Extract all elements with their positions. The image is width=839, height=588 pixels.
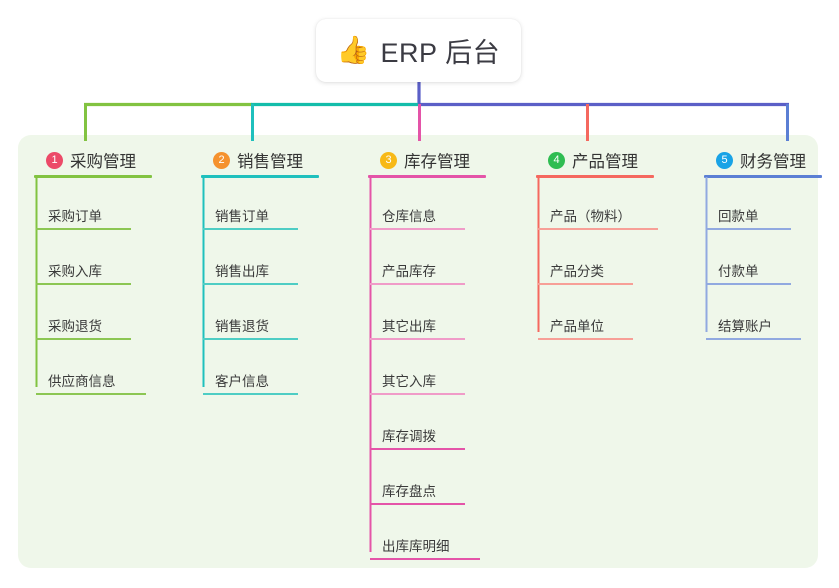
column-underline-3 (368, 175, 486, 178)
leaf-label: 回款单 (718, 209, 759, 224)
leaf-2-4[interactable]: 客户信息 (203, 361, 313, 395)
leaf-label: 出库库明细 (382, 539, 450, 554)
leaf-label: 其它入库 (382, 374, 436, 389)
column-header-3[interactable]: 3 库存管理 (362, 148, 527, 172)
leaf-underline (203, 228, 298, 230)
leaf-underline (538, 338, 633, 340)
column-index-badge-5: 5 (716, 151, 733, 169)
leaf-underline (370, 228, 465, 230)
column-spine-2 (202, 177, 205, 387)
leaf-label: 销售退货 (215, 319, 269, 334)
leaf-label: 产品库存 (382, 264, 436, 279)
leaf-2-3[interactable]: 销售退货 (203, 306, 313, 340)
leaf-4-3[interactable]: 产品单位 (538, 306, 648, 340)
thumbs-up-icon: 👍 (336, 35, 371, 66)
column-underline-4 (536, 175, 654, 178)
column-spine-5 (705, 177, 708, 332)
column-title-1: 采购管理 (70, 153, 136, 171)
leaf-label: 产品分类 (550, 264, 604, 279)
leaf-4-2[interactable]: 产品分类 (538, 251, 648, 285)
branch-column-5: 5 财务管理 回款单 付款单 结算账户 (698, 148, 839, 340)
leaf-label: 库存盘点 (382, 484, 436, 499)
leaf-label: 销售订单 (215, 209, 269, 224)
leaf-2-1[interactable]: 销售订单 (203, 196, 313, 230)
leaf-3-6[interactable]: 库存盘点 (370, 471, 480, 505)
leaf-1-2[interactable]: 采购入库 (36, 251, 146, 285)
column-spine-4 (537, 177, 540, 332)
leaf-underline (36, 283, 131, 285)
branch-column-4: 4 产品管理 产品（物料） 产品分类 产品单位 (530, 148, 705, 340)
leaf-5-1[interactable]: 回款单 (706, 196, 806, 230)
leaf-underline (203, 338, 298, 340)
leaf-label: 采购订单 (48, 209, 102, 224)
leaf-underline (36, 393, 146, 395)
diagram-panel (18, 135, 818, 568)
column-spine-3 (369, 177, 372, 552)
leaf-label: 付款单 (718, 264, 759, 279)
leaf-label: 供应商信息 (48, 374, 116, 389)
leaf-label: 产品（物料） (550, 209, 631, 224)
root-node[interactable]: 👍 ERP 后台 (316, 19, 521, 82)
leaf-5-2[interactable]: 付款单 (706, 251, 806, 285)
leaf-underline (36, 228, 131, 230)
column-header-1[interactable]: 1 采购管理 (28, 148, 188, 172)
leaf-label: 库存调拨 (382, 429, 436, 444)
leaf-label: 采购入库 (48, 264, 102, 279)
column-title-5: 财务管理 (740, 153, 806, 171)
leaf-3-2[interactable]: 产品库存 (370, 251, 480, 285)
leaf-label: 客户信息 (215, 374, 269, 389)
column-title-4: 产品管理 (572, 153, 638, 171)
leaf-underline (203, 283, 298, 285)
column-underline-5 (704, 175, 822, 178)
leaf-underline (706, 338, 801, 340)
leaf-1-4[interactable]: 供应商信息 (36, 361, 161, 395)
column-header-5[interactable]: 5 财务管理 (698, 148, 839, 172)
column-title-2: 销售管理 (237, 153, 303, 171)
leaf-label: 采购退货 (48, 319, 102, 334)
column-index-badge-3: 3 (380, 151, 397, 169)
branch-column-1: 1 采购管理 采购订单 采购入库 采购退货 供应商信息 (28, 148, 188, 395)
leaf-label: 仓库信息 (382, 209, 436, 224)
leaf-underline (203, 393, 298, 395)
root-title: ERP 后台 (380, 38, 501, 68)
leaf-5-3[interactable]: 结算账户 (706, 306, 816, 340)
leaf-3-7[interactable]: 出库库明细 (370, 526, 495, 560)
leaf-underline (370, 393, 465, 395)
column-underline-1 (34, 175, 152, 178)
leaf-label: 销售出库 (215, 264, 269, 279)
leaf-2-2[interactable]: 销售出库 (203, 251, 313, 285)
leaf-1-3[interactable]: 采购退货 (36, 306, 146, 340)
leaf-underline (370, 283, 465, 285)
leaf-3-5[interactable]: 库存调拨 (370, 416, 480, 450)
leaf-label: 产品单位 (550, 319, 604, 334)
column-index-badge-1: 1 (46, 151, 63, 169)
leaf-label: 结算账户 (718, 319, 772, 334)
column-index-badge-2: 2 (213, 151, 230, 169)
column-underline-2 (201, 175, 319, 178)
column-spine-1 (35, 177, 38, 387)
leaf-underline (538, 228, 658, 230)
leaf-underline (370, 558, 480, 560)
leaf-label: 其它出库 (382, 319, 436, 334)
leaf-3-1[interactable]: 仓库信息 (370, 196, 480, 230)
leaf-underline (36, 338, 131, 340)
leaf-underline (370, 503, 465, 505)
branch-column-2: 2 销售管理 销售订单 销售出库 销售退货 客户信息 (195, 148, 355, 395)
column-title-3: 库存管理 (404, 153, 470, 171)
leaf-1-1[interactable]: 采购订单 (36, 196, 146, 230)
branch-column-3: 3 库存管理 仓库信息 产品库存 其它出库 其它入库 库存调拨 库存盘点 (362, 148, 527, 560)
leaf-underline (706, 283, 791, 285)
leaf-underline (538, 283, 633, 285)
leaf-4-1[interactable]: 产品（物料） (538, 196, 673, 230)
column-header-4[interactable]: 4 产品管理 (530, 148, 705, 172)
column-index-badge-4: 4 (548, 151, 565, 169)
leaf-3-4[interactable]: 其它入库 (370, 361, 480, 395)
column-header-2[interactable]: 2 销售管理 (195, 148, 355, 172)
leaf-3-3[interactable]: 其它出库 (370, 306, 480, 340)
leaf-underline (370, 338, 465, 340)
leaf-underline (706, 228, 791, 230)
leaf-underline (370, 448, 465, 450)
